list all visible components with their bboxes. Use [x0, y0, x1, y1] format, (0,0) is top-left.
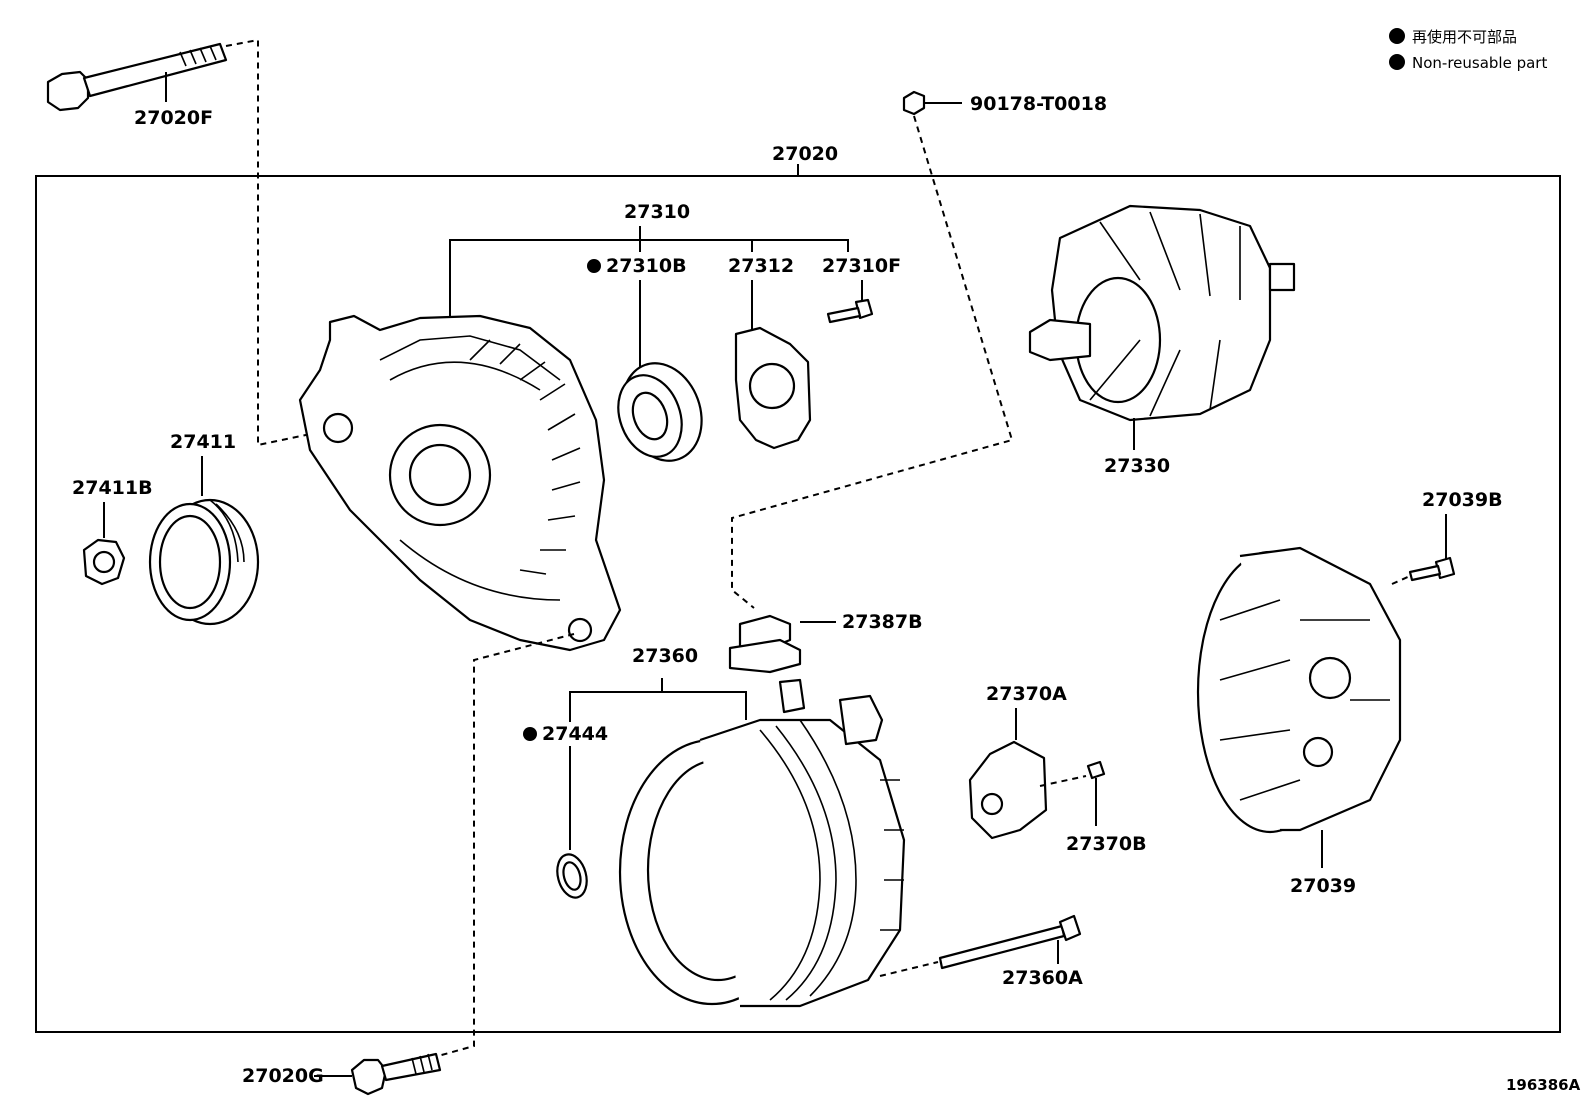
non-reusable-marker-icon [1389, 54, 1405, 70]
illustration-number: 196386A [1506, 1076, 1581, 1094]
part-label-27020G[interactable]: 27020G [242, 1065, 324, 1087]
pulley-nut-27411B-icon[interactable] [82, 538, 126, 586]
part-label-27330[interactable]: 27330 [1104, 455, 1170, 477]
part-label-27370B[interactable]: 27370B [1066, 833, 1147, 855]
part-label-27310B[interactable]: 27310B [606, 255, 687, 277]
bolt-27020G-icon[interactable] [350, 1052, 442, 1096]
pulley-27411-icon[interactable] [148, 498, 260, 626]
part-label-27020[interactable]: 27020 [772, 143, 838, 165]
part-label-27360A[interactable]: 27360A [1002, 967, 1083, 989]
part-label-27312[interactable]: 27312 [728, 255, 794, 277]
part-label-27387B[interactable]: 27387B [842, 611, 923, 633]
non-reusable-marker-icon [523, 727, 537, 741]
part-label-27039B[interactable]: 27039B [1422, 489, 1503, 511]
bolt-27020F-icon[interactable] [46, 42, 228, 112]
part-label-27411B[interactable]: 27411B [72, 477, 153, 499]
non-reusable-marker-icon [587, 259, 601, 273]
brush-holder-27370A-icon[interactable] [968, 740, 1048, 840]
retainer-plate-27312-icon[interactable] [734, 326, 812, 450]
bearing-27310B-icon[interactable] [607, 352, 714, 472]
through-bolt-27360A-icon[interactable] [938, 914, 1082, 970]
rear-end-frame-27360-icon[interactable] [618, 678, 906, 1008]
part-label-27039[interactable]: 27039 [1290, 875, 1356, 897]
drive-end-frame-27310-icon[interactable] [298, 314, 622, 652]
part-label-27310F[interactable]: 27310F [822, 255, 901, 277]
insulator-27387B-icon[interactable] [728, 614, 802, 674]
legend: 再使用不可部品 Non-reusable part [1389, 28, 1547, 72]
part-label-27444[interactable]: 27444 [542, 723, 608, 745]
legend-japanese: 再使用不可部品 [1412, 28, 1517, 46]
part-label-27370A[interactable]: 27370A [986, 683, 1067, 705]
screw-27370B-icon[interactable] [1086, 760, 1106, 826]
legend-english: Non-reusable part [1412, 54, 1547, 72]
screw-27310F-icon[interactable] [826, 298, 874, 324]
seal-27444-icon[interactable] [553, 851, 591, 901]
rear-cover-27039-icon[interactable] [1196, 546, 1402, 834]
part-label-27360[interactable]: 27360 [632, 645, 698, 667]
rotor-27330-icon[interactable] [1028, 204, 1296, 422]
non-reusable-marker-icon [1389, 28, 1405, 44]
part-label-27020F[interactable]: 27020F [134, 107, 213, 129]
nut-90178-T0018-icon[interactable] [902, 90, 962, 116]
part-label-90178-T0018[interactable]: 90178-T0018 [970, 93, 1107, 115]
part-label-27310[interactable]: 27310 [624, 201, 690, 223]
screw-27039B-icon[interactable] [1408, 556, 1456, 582]
part-label-27411[interactable]: 27411 [170, 431, 236, 453]
